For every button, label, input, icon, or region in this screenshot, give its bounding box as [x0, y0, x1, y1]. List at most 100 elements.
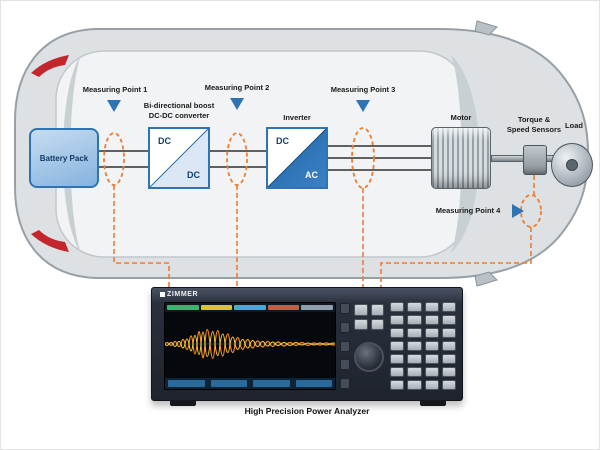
key [407, 328, 422, 338]
load-hub [566, 159, 578, 171]
softkey [340, 321, 350, 333]
measuring-point-3-label: Measuring Point 3 [330, 85, 396, 94]
key [424, 302, 439, 312]
key [441, 302, 456, 312]
motor-title: Motor [450, 113, 472, 122]
measurement-probe-1 [103, 132, 125, 186]
dashed-connection-1 [113, 185, 170, 301]
key [424, 315, 439, 325]
dcdc-title: Bi-directional boost DC-DC converter [143, 101, 215, 120]
chip-top [301, 305, 333, 310]
keysm [354, 304, 368, 316]
chip-top [267, 305, 300, 310]
key [441, 315, 456, 325]
measuring-point-2-label: Measuring Point 2 [204, 83, 270, 92]
softkey-column [340, 302, 350, 390]
sensors-title: Torque & Speed Sensors [506, 115, 562, 134]
measurement-probe-4 [520, 194, 542, 228]
dashed-connection-4 [380, 227, 532, 301]
key [390, 302, 405, 312]
key [424, 380, 439, 390]
screen-status-bar [165, 303, 335, 312]
key [407, 380, 422, 390]
key [424, 328, 439, 338]
analyzer-screen [164, 302, 336, 390]
analyzer-caption: High Precision Power Analyzer [244, 406, 370, 416]
key [441, 367, 456, 377]
chip-bot [210, 380, 247, 387]
tail-light-bottom [31, 230, 69, 252]
analyzer-brand-text: ZIMMER [167, 291, 199, 298]
power-wires [99, 145, 431, 171]
chip-top [200, 305, 233, 310]
mirror-top-icon [474, 20, 498, 36]
key [390, 341, 405, 351]
key [390, 380, 405, 390]
key [424, 367, 439, 377]
measurement-probe-3 [351, 127, 375, 189]
measuring-point-1-label: Measuring Point 1 [82, 85, 148, 94]
screen-menu-bar [165, 378, 335, 389]
key [407, 302, 422, 312]
chip-bot [253, 380, 290, 387]
zimmer-logo-icon [160, 292, 165, 297]
measuring-point-3-marker-icon [356, 100, 370, 112]
analyzer-foot-right [420, 400, 446, 406]
key [390, 367, 405, 377]
analyzer-keypad [390, 302, 456, 390]
dcdc-input-label: DC [158, 136, 171, 146]
key [441, 341, 456, 351]
softkey [340, 340, 350, 352]
key [390, 354, 405, 364]
measuring-point-1-marker-icon [107, 100, 121, 112]
key [407, 315, 422, 325]
dcdc-converter: DC DC [148, 127, 210, 189]
analyzer-foot-left [170, 400, 196, 406]
keysm [370, 318, 384, 330]
power-analyzer: ZIMMER [151, 287, 463, 406]
chip-bot [168, 380, 205, 387]
keysm [354, 318, 368, 330]
battery-pack-label: Battery Pack [39, 153, 89, 163]
load-flywheel [551, 143, 593, 187]
torque-speed-sensors [523, 145, 547, 175]
inverter-output-label: AC [305, 170, 318, 180]
tail-light-top [31, 55, 69, 77]
load-title: Load [565, 121, 583, 130]
key [407, 354, 422, 364]
inverter: DC AC [266, 127, 328, 189]
key [407, 367, 422, 377]
motor [431, 127, 491, 189]
rotary-knob [354, 342, 384, 372]
key [424, 354, 439, 364]
measurement-probe-2 [226, 132, 248, 186]
keysm [370, 304, 384, 316]
measuring-point-4-label: Measuring Point 4 [435, 206, 501, 215]
chip-top [167, 305, 199, 310]
key [441, 380, 456, 390]
battery-pack: Battery Pack [29, 128, 99, 188]
waveform-display [165, 328, 335, 360]
key [407, 341, 422, 351]
key [390, 315, 405, 325]
measurement-probes [103, 127, 542, 228]
softkey [340, 378, 350, 389]
softkey [340, 303, 350, 314]
dcdc-output-label: DC [187, 170, 200, 180]
measuring-point-2-marker-icon [230, 98, 244, 110]
chip-bot [295, 380, 332, 387]
function-keys [354, 304, 384, 330]
chip-top [234, 305, 266, 310]
softkey [340, 359, 350, 371]
mirror-bottom-icon [474, 271, 498, 287]
key [441, 354, 456, 364]
key [424, 341, 439, 351]
inverter-input-label: DC [276, 136, 289, 146]
measuring-point-4-marker-icon [512, 204, 524, 218]
key [441, 328, 456, 338]
key [390, 328, 405, 338]
rear-window [63, 55, 81, 253]
inverter-title: Inverter [283, 113, 311, 122]
car-cabin [55, 50, 469, 258]
